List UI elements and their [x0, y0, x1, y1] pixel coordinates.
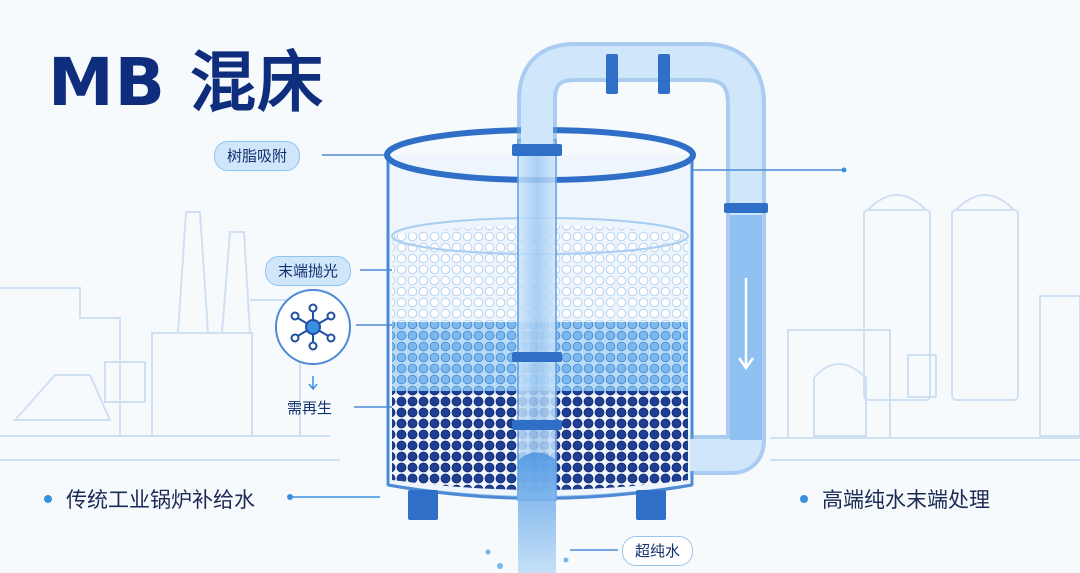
outlet-water-jet — [518, 452, 556, 573]
background-factory-right — [770, 194, 1080, 461]
application-left: 传统工业锅炉补给水 — [44, 484, 255, 514]
label-needs-regeneration: 需再生 — [287, 399, 333, 417]
page-title: MB 混床 — [48, 44, 324, 121]
background-factory-left — [0, 211, 340, 461]
label-end-polishing: 末端抛光 — [265, 256, 352, 286]
application-right: 高端纯水末端处理 — [800, 484, 990, 514]
flow-arrow-icon — [737, 278, 755, 371]
application-left-text: 传统工业锅炉补给水 — [66, 488, 255, 512]
center-pipe — [517, 139, 557, 501]
down-arrow-icon — [308, 376, 318, 391]
label-ultrapure-water: 超纯水 — [622, 536, 694, 566]
molecule-icon — [275, 289, 351, 365]
application-right-text: 高端纯水末端处理 — [822, 488, 990, 512]
bullet-dot — [800, 495, 808, 503]
label-resin-adsorption: 树脂吸附 — [214, 141, 301, 171]
vessel-foot-right — [636, 490, 666, 520]
vessel-foot-left — [408, 490, 438, 520]
bullet-dot — [44, 495, 52, 503]
